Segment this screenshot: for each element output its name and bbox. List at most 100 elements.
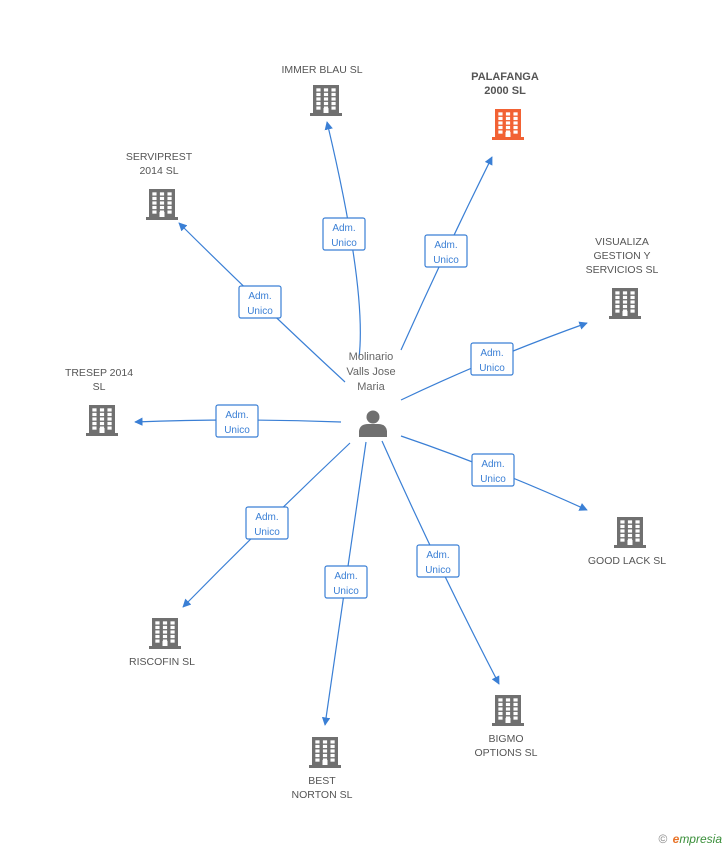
company-name-visualiza-line: VISUALIZA <box>595 236 649 248</box>
company-node-best[interactable]: BEST NORTON SL <box>292 737 353 801</box>
relationship-label-text: Adm. Unico <box>331 223 357 249</box>
relationship-label-text: Adm. Unico <box>333 571 359 597</box>
relationship-label-tresep[interactable]: Adm. Unico <box>215 404 259 438</box>
company-node-visualiza[interactable]: VISUALIZA GESTION Y SERVICIOS SL <box>586 236 659 319</box>
relationship-label-box <box>416 544 460 578</box>
relationship-label-line: Adm. <box>248 291 271 302</box>
company-node-immer[interactable]: IMMER BLAU SL <box>281 64 363 116</box>
company-name-bigmo-line: BIGMO <box>488 733 523 745</box>
company-node-bigmo[interactable]: BIGMO OPTIONS SL <box>474 695 538 759</box>
company-node-serviprest[interactable]: SERVIPREST 2014 SL <box>126 151 193 220</box>
company-name-palafanga-line: PALAFANGA <box>471 71 539 83</box>
relationship-label-best[interactable]: Adm. Unico <box>324 565 368 599</box>
relationship-label-line: Adm. <box>434 240 457 251</box>
building-icon <box>492 109 524 140</box>
company-node-riscofin[interactable]: RISCOFIN SL <box>129 618 195 668</box>
relationship-label-line: Adm. <box>481 459 504 470</box>
relationship-label-text: Adm. Unico <box>254 512 280 538</box>
relationship-label-line: Unico <box>331 238 357 249</box>
relationship-label-line: Unico <box>433 255 459 266</box>
relationship-label-line: Unico <box>480 474 506 485</box>
center-person-name-line: Maria <box>357 381 385 393</box>
company-name-immer-line: IMMER BLAU SL <box>281 64 362 76</box>
copyright-symbol: © <box>658 832 668 846</box>
relationship-label-line: Adm. <box>426 550 449 561</box>
company-name-palafanga: PALAFANGA 2000 SL <box>471 71 539 97</box>
relationship-label-line: Adm. <box>334 571 357 582</box>
company-name-palafanga-line: 2000 SL <box>484 85 526 97</box>
relationship-label-line: Unico <box>247 306 273 317</box>
relationship-label-line: Adm. <box>255 512 278 523</box>
relationship-label-text: Adm. Unico <box>224 410 250 436</box>
company-name-bigmo-line: OPTIONS SL <box>474 747 537 759</box>
company-node-palafanga[interactable]: PALAFANGA 2000 SL <box>471 71 539 140</box>
relationship-label-goodlack[interactable]: Adm. Unico <box>471 453 515 487</box>
relationship-label-palafanga[interactable]: Adm. Unico <box>424 234 468 268</box>
brand-logo-text: mpresia <box>679 832 722 846</box>
building-icon <box>310 85 342 116</box>
relationship-label-line: Unico <box>425 565 451 576</box>
relationship-label-line: Adm. <box>332 223 355 234</box>
relationship-label-line: Unico <box>333 586 359 597</box>
relationship-label-line: Unico <box>224 425 250 436</box>
company-name-goodlack: GOOD LACK SL <box>588 555 666 567</box>
edge-to-immer <box>324 121 361 359</box>
relationship-label-bigmo[interactable]: Adm. Unico <box>416 544 460 578</box>
footer-brand[interactable]: © empresia <box>658 832 722 846</box>
relationship-label-box <box>245 506 289 540</box>
relationship-label-text: Adm. Unico <box>480 459 506 485</box>
building-icon <box>149 618 181 649</box>
relationship-label-text: Adm. Unico <box>425 550 451 576</box>
relationship-label-line: Unico <box>479 363 505 374</box>
relationship-label-immer[interactable]: Adm. Unico <box>322 217 366 251</box>
brand-logo-initial: e <box>672 832 680 846</box>
relationship-label-line: Adm. <box>480 348 503 359</box>
company-node-goodlack[interactable]: GOOD LACK SL <box>588 517 666 567</box>
company-name-best-line: BEST <box>308 775 336 787</box>
company-name-riscofin-line: RISCOFIN SL <box>129 656 195 668</box>
relationship-label-box <box>324 565 368 599</box>
relationship-label-serviprest[interactable]: Adm. Unico <box>238 285 282 319</box>
relationship-label-riscofin[interactable]: Adm. Unico <box>245 506 289 540</box>
building-icon <box>146 189 178 220</box>
relationship-label-box <box>238 285 282 319</box>
building-icon <box>609 288 641 319</box>
building-icon <box>309 737 341 768</box>
company-name-best-line: NORTON SL <box>292 789 353 801</box>
building-icon <box>614 517 646 548</box>
company-name-tresep-line: SL <box>93 381 106 393</box>
company-name-visualiza-line: GESTION Y <box>594 250 651 262</box>
company-nodes-layer: IMMER BLAU SL PALAFANGA 2000 SL VISUALIZA GE… <box>65 64 666 801</box>
company-name-serviprest-line: 2014 SL <box>139 165 178 177</box>
company-name-serviprest: SERVIPREST 2014 SL <box>126 151 193 177</box>
relationship-label-box <box>424 234 468 268</box>
person-icon <box>359 410 387 437</box>
company-name-immer: IMMER BLAU SL <box>281 64 362 76</box>
building-icon <box>86 405 118 436</box>
relationship-label-box <box>322 217 366 251</box>
center-person-name-line: Valls Jose <box>346 366 395 378</box>
edges-layer <box>134 121 588 726</box>
relationship-label-line: Unico <box>254 527 280 538</box>
center-person-name-line: Molinario <box>349 351 394 363</box>
relationship-label-text: Adm. Unico <box>433 240 459 266</box>
company-name-tresep-line: TRESEP 2014 <box>65 367 133 379</box>
company-name-riscofin: RISCOFIN SL <box>129 656 195 668</box>
company-name-visualiza: VISUALIZA GESTION Y SERVICIOS SL <box>586 236 659 276</box>
relationship-label-box <box>471 453 515 487</box>
relationship-label-text: Adm. Unico <box>247 291 273 317</box>
relationship-label-visualiza[interactable]: Adm. Unico <box>470 342 514 376</box>
relationship-label-box <box>215 404 259 438</box>
company-name-serviprest-line: SERVIPREST <box>126 151 193 163</box>
relationship-label-line: Adm. <box>225 410 248 421</box>
relationship-label-box <box>470 342 514 376</box>
company-name-visualiza-line: SERVICIOS SL <box>586 264 659 276</box>
company-name-goodlack-line: GOOD LACK SL <box>588 555 666 567</box>
company-name-best: BEST NORTON SL <box>292 775 353 801</box>
